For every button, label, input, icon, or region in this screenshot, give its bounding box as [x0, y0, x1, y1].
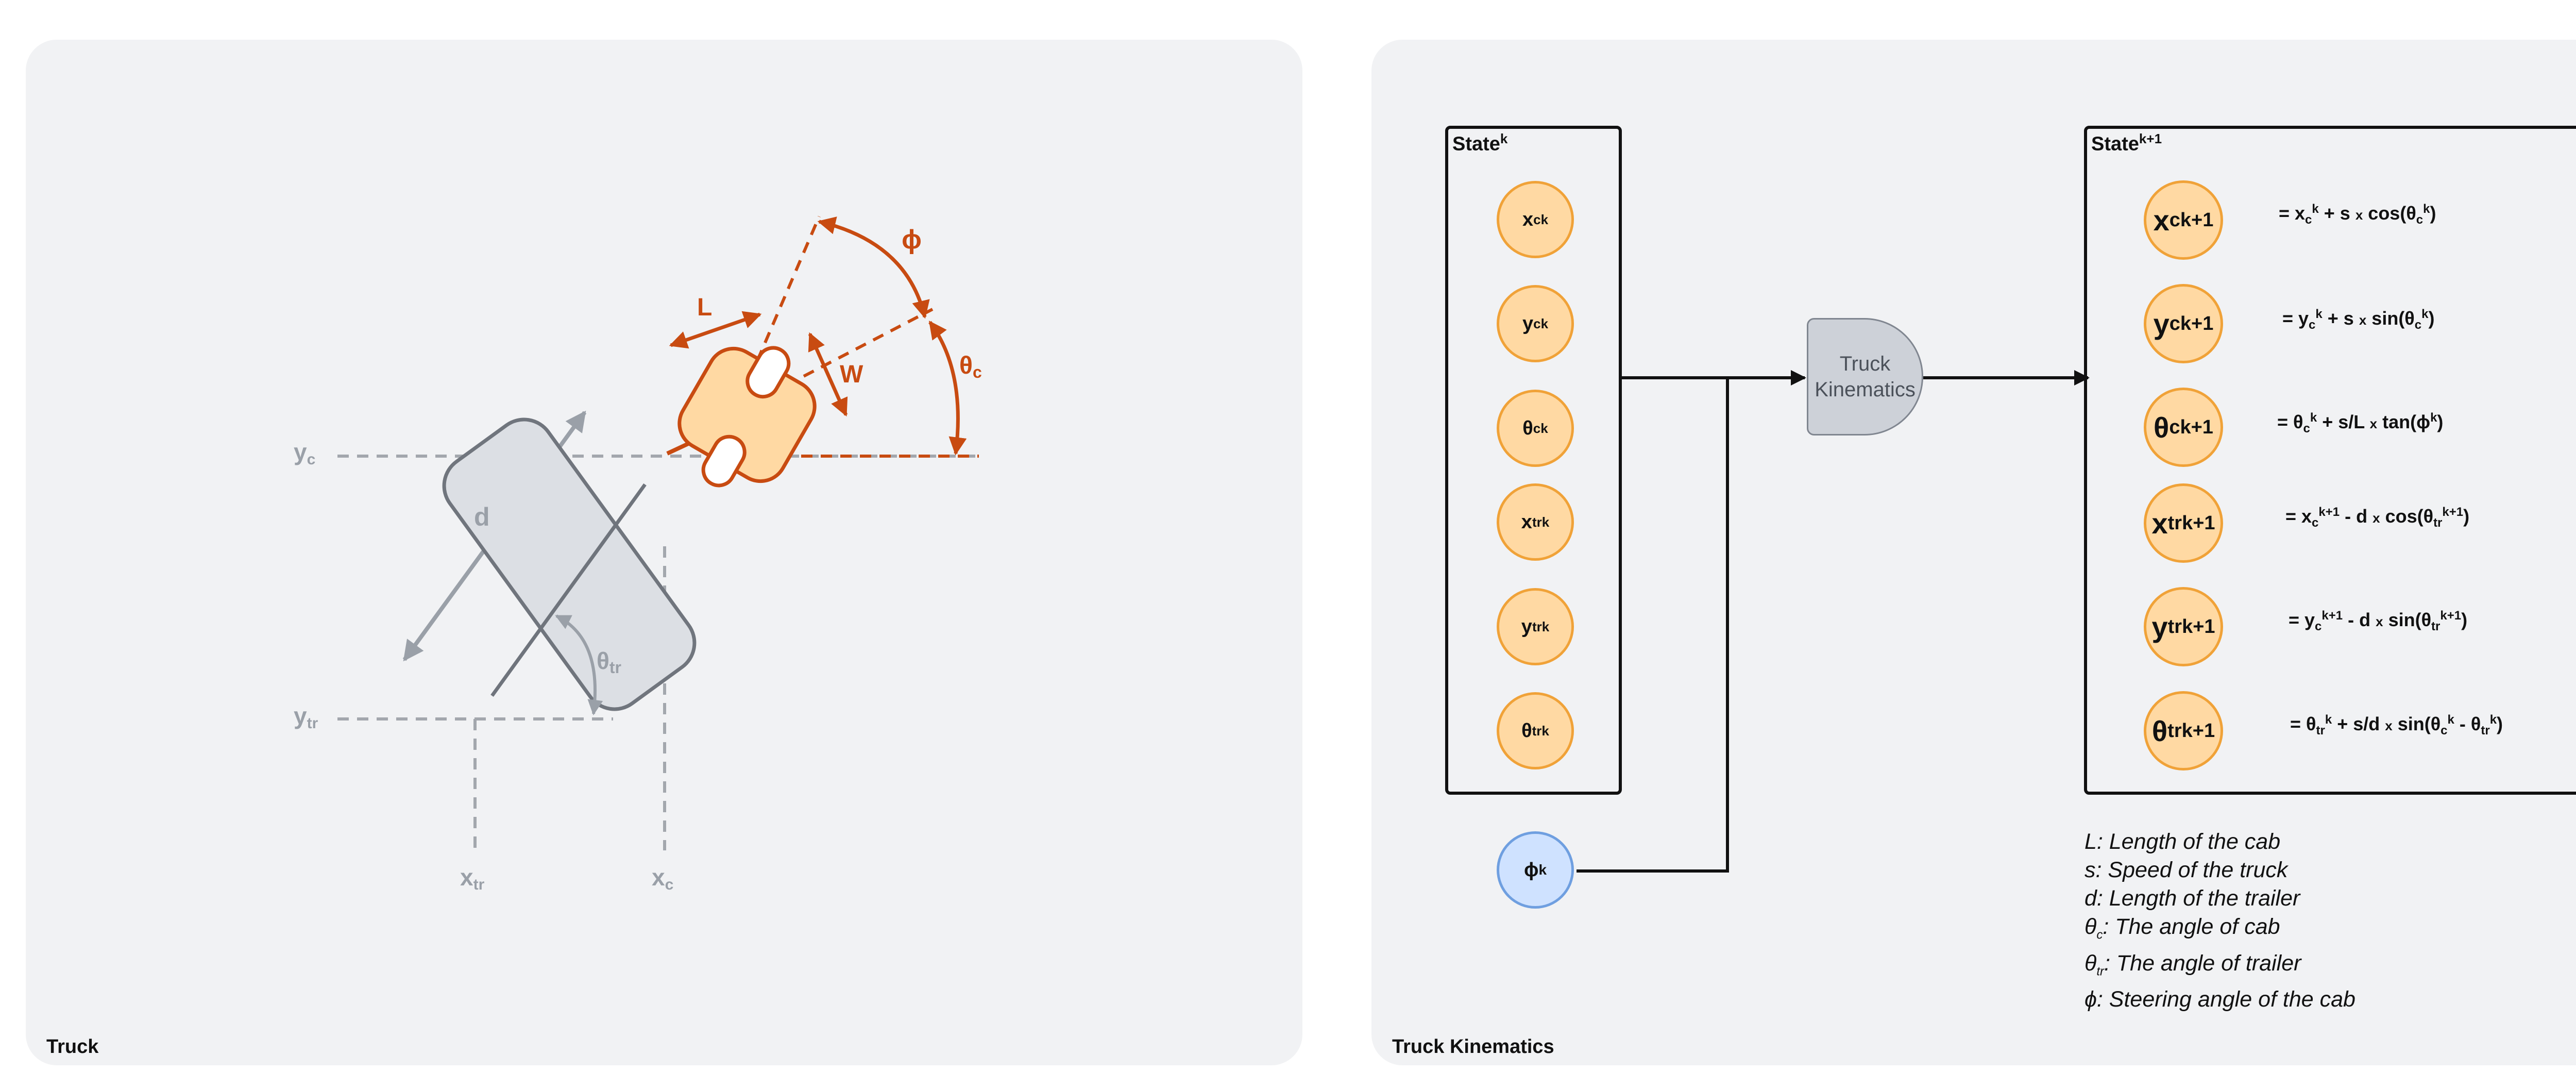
theta-tr-arc	[555, 614, 603, 715]
W-label: W	[840, 361, 863, 388]
state-k-title: Statek	[1452, 131, 1508, 155]
formula-ytr: = yck+1 - d x sin(θtrk+1)	[2289, 609, 2468, 634]
truck-panel-title: Truck	[46, 1036, 99, 1058]
kinematics-panel-title: Truck Kinematics	[1392, 1036, 1554, 1058]
legend-item: s: Speed of the truck	[2084, 858, 2288, 882]
truck-diagram: ϕ L W θc d θtr yc ytr xtr xc	[294, 215, 982, 893]
block-line1: Truck	[1839, 353, 1891, 375]
state-k1-title: Statek+1	[2091, 131, 2162, 155]
d-label: d	[474, 502, 490, 531]
truck-kinematics-block: Truck Kinematics	[1807, 318, 1923, 435]
W-arrow	[808, 332, 848, 417]
legend-item: d: Length of the trailer	[2084, 886, 2300, 911]
legend-item: θc: The angle of cab	[2084, 914, 2280, 942]
block-line2: Kinematics	[1815, 378, 1916, 401]
legend-item: ϕ: Steering angle of the cab	[2084, 987, 2355, 1012]
theta-c-label: θc	[959, 352, 982, 381]
phi-label: ϕ	[902, 225, 922, 255]
trailer-axis	[490, 483, 647, 697]
state-k1-box: Statek+1	[2084, 126, 2576, 795]
trailer	[442, 417, 697, 711]
theta-tr-label: θtr	[597, 647, 621, 677]
xtr-label: xtr	[460, 864, 485, 893]
theta-c-arc	[928, 321, 967, 456]
ytr-label: ytr	[294, 702, 318, 732]
L-arrow	[669, 311, 762, 349]
L-label: L	[697, 294, 712, 321]
cab	[677, 346, 817, 488]
state-k-box: Statek	[1445, 126, 1622, 795]
formula-xtr: = xck+1 - d x cos(θtrk+1)	[2285, 505, 2470, 530]
formula-theta-tr: = θtrk + s/d x sin(θck - θtrk)	[2290, 713, 2503, 738]
formula-theta-c: = θck + s/L x tan(ϕk)	[2277, 411, 2444, 436]
formula-yc: = yck + s x sin(θck)	[2282, 307, 2435, 332]
legend: L: Length of the cab s: Speed of the tru…	[2084, 828, 2355, 1014]
formula-xc: = xck + s x cos(θck)	[2279, 202, 2436, 227]
legend-item: θtr: The angle of trailer	[2084, 950, 2301, 979]
xc-label: xc	[652, 864, 673, 893]
yc-label: yc	[294, 439, 315, 468]
phi-arc	[817, 216, 930, 319]
legend-item: L: Length of the cab	[2084, 829, 2281, 854]
